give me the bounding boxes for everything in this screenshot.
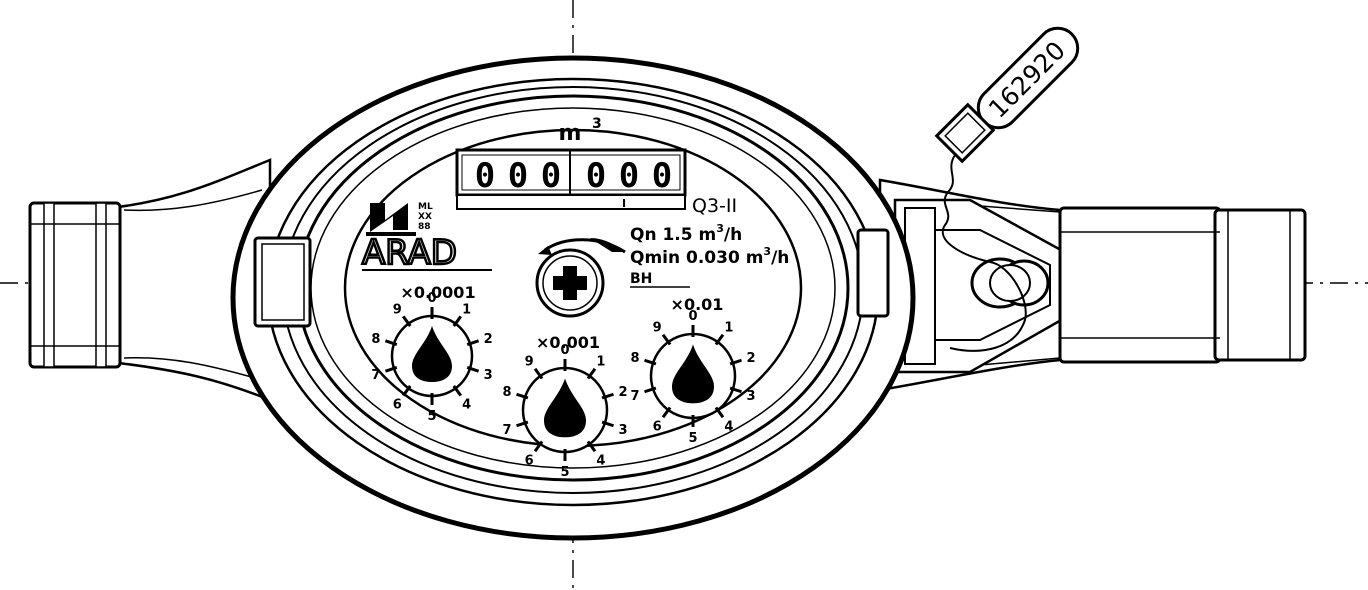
seal-clip bbox=[934, 102, 996, 164]
seal-wire bbox=[941, 154, 1027, 352]
spec-qn: Qn 1.5 m3/h bbox=[630, 222, 742, 245]
dial-number: 3 bbox=[618, 423, 627, 438]
dial-number: 3 bbox=[746, 389, 755, 404]
dial-number: 8 bbox=[630, 351, 639, 366]
seal-plug bbox=[970, 257, 1050, 309]
dial-number: 1 bbox=[596, 355, 605, 370]
dial-number: 3 bbox=[484, 368, 493, 383]
dial-number: 8 bbox=[502, 385, 511, 400]
dial-tick bbox=[384, 339, 398, 346]
dial-number: 7 bbox=[630, 389, 639, 404]
unit-exponent: 3 bbox=[592, 116, 602, 132]
dial-3: ×0.010 12 34 5 67 89 bbox=[630, 295, 755, 446]
dial-number: 2 bbox=[618, 385, 627, 400]
dial-tick bbox=[586, 440, 597, 453]
dial-tick bbox=[644, 358, 657, 366]
dial-tick bbox=[533, 367, 544, 380]
dial-pointer bbox=[544, 378, 586, 438]
dial-tick bbox=[466, 339, 480, 346]
dial-tick bbox=[661, 333, 672, 346]
counter-sub-mark: I bbox=[622, 197, 626, 210]
dial-number: 9 bbox=[653, 321, 662, 336]
dial-number: 6 bbox=[393, 398, 402, 413]
specs-block: Qn 1.5 m3/h Qmin 0.030 m3/h BH bbox=[630, 222, 789, 288]
spec-qmin: Qmin 0.030 m3/h bbox=[630, 245, 789, 268]
dial-number: 5 bbox=[560, 465, 569, 480]
dial-number: 0 bbox=[427, 291, 436, 306]
dial-number: 2 bbox=[484, 332, 493, 347]
dial-number: 0 bbox=[688, 309, 697, 324]
dial-number: 4 bbox=[724, 419, 733, 434]
logo-mark bbox=[366, 203, 416, 236]
dial-multiplier-label: ×0.0001 bbox=[400, 283, 475, 302]
counter-digit: 0 bbox=[508, 156, 528, 196]
dial-number: 7 bbox=[371, 368, 380, 383]
dial-tick bbox=[661, 406, 672, 419]
counter-digit: 0 bbox=[586, 156, 606, 196]
dial-number: 6 bbox=[653, 419, 662, 434]
counter-digit: 0 bbox=[619, 156, 639, 196]
left-thread-connector bbox=[28, 201, 122, 369]
dial-number: 2 bbox=[746, 351, 755, 366]
spec-bh: BH bbox=[630, 271, 652, 287]
dial-number: 4 bbox=[462, 398, 471, 413]
dial-number: 7 bbox=[502, 423, 511, 438]
dial-number: 1 bbox=[724, 321, 733, 336]
dial-pointer bbox=[672, 344, 714, 404]
housing-lugs bbox=[253, 228, 890, 328]
class-label: Q3-II bbox=[692, 195, 737, 217]
approval-mark-line-2: XX bbox=[418, 212, 432, 222]
counter-digit: 0 bbox=[541, 156, 561, 196]
dial-number: 1 bbox=[462, 302, 471, 317]
center-screw bbox=[535, 248, 605, 318]
dial-number: 6 bbox=[525, 453, 534, 468]
dial-tick bbox=[601, 420, 614, 428]
rotation-arrow bbox=[538, 238, 626, 255]
dial-number: 5 bbox=[688, 431, 697, 446]
dial-tick bbox=[452, 315, 463, 327]
dial-multiplier-label: ×0.001 bbox=[536, 333, 600, 352]
dial-number: 0 bbox=[560, 343, 569, 358]
dial-tick bbox=[466, 366, 480, 373]
dial-tick bbox=[714, 333, 725, 346]
dial-number: 9 bbox=[393, 302, 402, 317]
dial-tick bbox=[601, 392, 614, 400]
dial-tick bbox=[384, 366, 398, 373]
dial-tick bbox=[452, 385, 463, 397]
brand-wordmark: ARAD bbox=[362, 233, 457, 273]
counter-digit: 0 bbox=[652, 156, 672, 196]
counter-digit: 0 bbox=[475, 156, 495, 196]
right-thread-connector bbox=[1058, 206, 1307, 364]
dial-number: 5 bbox=[427, 409, 436, 424]
dial-tick bbox=[401, 315, 412, 327]
dial-tick bbox=[401, 385, 412, 397]
dial-tick bbox=[729, 358, 742, 366]
dial-tick bbox=[516, 392, 529, 400]
dial-tick bbox=[516, 420, 529, 428]
dial-multiplier-label: ×0.01 bbox=[671, 295, 724, 314]
dial-number: 9 bbox=[525, 355, 534, 370]
dial-number: 4 bbox=[596, 453, 605, 468]
approval-mark-line-3: 88 bbox=[418, 222, 431, 232]
approval-mark-line-1: ML bbox=[418, 202, 433, 212]
unit-label: m bbox=[559, 121, 582, 146]
dial-tick bbox=[533, 440, 544, 453]
dial-pointer bbox=[412, 326, 452, 382]
dial-tick bbox=[644, 386, 657, 394]
arad-logo: ML XX 88 ARAD bbox=[361, 202, 492, 274]
dial-tick bbox=[714, 406, 725, 419]
dial-tick bbox=[729, 386, 742, 394]
seal-tag: 162920 bbox=[976, 26, 1080, 130]
dial-tick bbox=[586, 367, 597, 380]
dial-number: 8 bbox=[371, 332, 380, 347]
